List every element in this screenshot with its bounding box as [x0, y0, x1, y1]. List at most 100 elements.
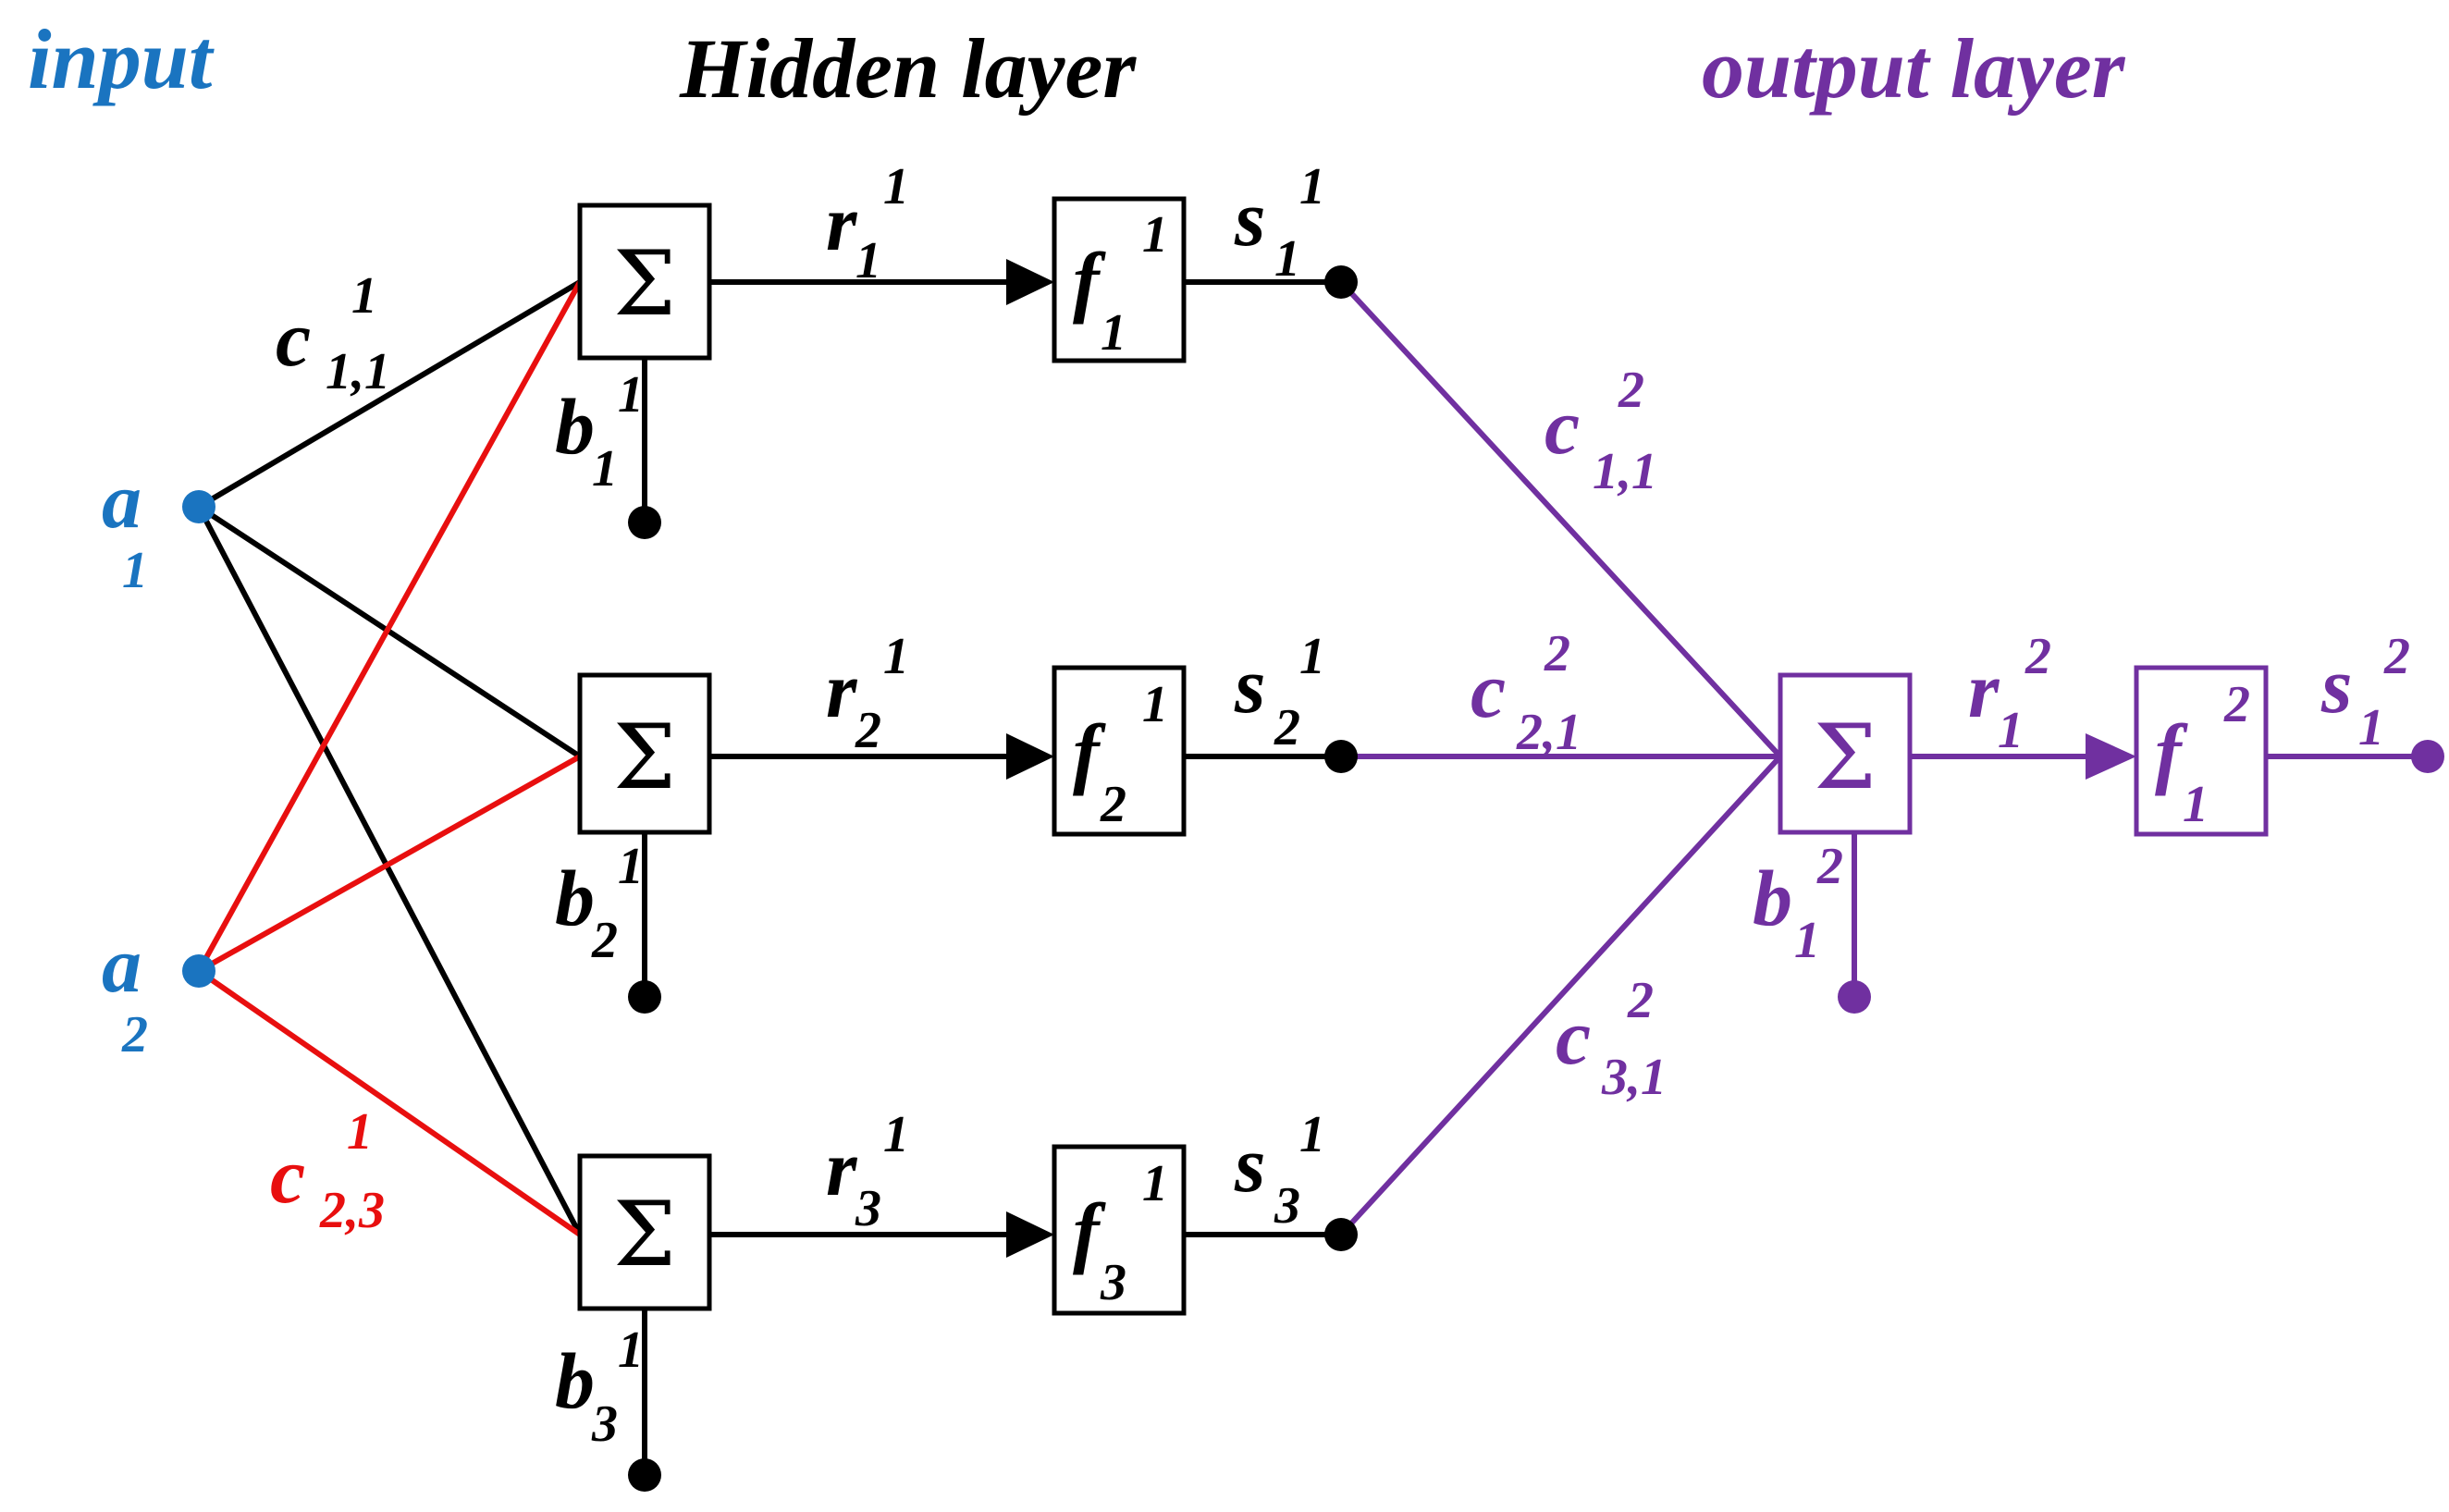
b-label-2-sup: 1 — [618, 838, 644, 895]
input-label-a1: a — [102, 456, 142, 545]
hidden-output-node-1 — [1324, 265, 1358, 299]
output-layer-header: output layer — [1702, 21, 2126, 116]
output-f-label-sup: 2 — [2223, 676, 2250, 733]
arrow-icon-2 — [1006, 733, 1054, 780]
r-label-2: r — [826, 645, 858, 734]
weight-c11-1-sub: 1,1 — [326, 343, 390, 400]
r-label-2-sup: 1 — [883, 628, 909, 685]
edge-s3-out — [1338, 754, 1783, 1237]
hidden-output-node-2 — [1324, 740, 1358, 773]
input-header: input — [28, 12, 215, 106]
b-label-1-sup: 1 — [618, 366, 644, 424]
hidden-output-connections — [1338, 279, 1783, 1237]
output-b-label: b — [1753, 854, 1792, 942]
edge-a2-sum2 — [197, 754, 582, 974]
bias-node-3 — [628, 1458, 661, 1492]
r-label-3: r — [826, 1124, 858, 1212]
f-box-2 — [1052, 665, 1187, 837]
sum-box-2 — [577, 672, 712, 835]
f-label-1-sub: 1 — [1101, 304, 1126, 362]
f-label-3-sub: 3 — [1100, 1254, 1126, 1311]
weight-c21-2: c — [1471, 645, 1506, 734]
hidden-neuron-2: Σ f 1 2 r 1 2 s 1 2 b 1 2 — [555, 628, 1341, 1014]
hidden-neuron-1: Σ f 1 1 r 1 1 s 1 1 b 1 1 — [555, 158, 1341, 539]
output-b-label-sub: 1 — [1794, 912, 1820, 969]
output-sigma-icon: Σ — [1814, 706, 1877, 809]
hidden-output-node-3 — [1324, 1218, 1358, 1251]
f-label-2-sup: 1 — [1142, 676, 1168, 733]
output-neuron: Σ f 2 1 r 2 1 s 2 1 b 2 1 — [1753, 628, 2444, 1014]
input-node-a1 — [182, 490, 215, 523]
sum-box-1 — [577, 203, 712, 361]
output-f-box — [2134, 665, 2269, 837]
r-label-1-sup: 1 — [883, 158, 909, 215]
output-node — [2411, 740, 2444, 773]
input-hidden-connections — [196, 279, 583, 1237]
r-label-1-sub: 1 — [855, 232, 881, 289]
sigma-icon-2: Σ — [613, 706, 676, 809]
weight-c21-2-sub: 2,1 — [1516, 704, 1581, 761]
r-label-3-sup: 1 — [883, 1106, 909, 1163]
weight-c11-1: c — [276, 294, 311, 383]
weight-c11-2-sup: 2 — [1618, 362, 1644, 419]
weight-c23-1: c — [270, 1131, 305, 1220]
f-label-3-sup: 1 — [1142, 1155, 1168, 1212]
s-label-2: s — [1234, 641, 1265, 730]
f-label-1-sup: 1 — [1142, 206, 1168, 264]
edge-s1-out — [1338, 279, 1783, 759]
s-label-2-sub: 2 — [1274, 699, 1300, 756]
b-label-2: b — [555, 854, 595, 942]
b-label-1-sub: 1 — [592, 440, 618, 498]
edge-a2-sum1 — [196, 280, 583, 973]
weight-c11-2: c — [1544, 382, 1580, 471]
hidden-neuron-3: Σ f 1 3 r 1 3 s 1 3 b 1 3 — [555, 1106, 1341, 1492]
b-label-1: b — [555, 382, 595, 471]
weight-c23-1-sup: 1 — [347, 1103, 373, 1161]
sigma-icon-1: Σ — [613, 232, 676, 336]
arrow-icon-3 — [1006, 1211, 1054, 1258]
bias-node-1 — [628, 506, 661, 539]
s-label-3: s — [1234, 1120, 1265, 1209]
b-label-2-sub: 2 — [591, 912, 618, 969]
output-s-label-sub: 1 — [2358, 699, 2384, 756]
sigma-icon-3: Σ — [613, 1183, 676, 1286]
output-bias-node — [1838, 980, 1871, 1014]
input-label-a1-sub: 1 — [122, 542, 148, 599]
output-f-label-sub: 1 — [2183, 776, 2209, 833]
s-label-1-sup: 1 — [1299, 158, 1325, 215]
weight-c23-1-sub: 2,3 — [319, 1182, 385, 1239]
weight-c11-2-sub: 1,1 — [1593, 443, 1657, 500]
weight-c11-1-sup: 1 — [351, 267, 377, 325]
output-r-label-sub: 1 — [1998, 702, 2024, 759]
edge-a1-sum1 — [197, 279, 582, 510]
output-s-label: s — [2320, 641, 2352, 730]
edge-a2-sum3 — [197, 968, 582, 1237]
output-arrow-icon — [2086, 733, 2136, 780]
weight-c31-2: c — [1556, 992, 1591, 1081]
weight-c21-2-sup: 2 — [1544, 625, 1570, 682]
b-label-3-sub: 3 — [591, 1395, 618, 1453]
r-label-2-sub: 2 — [855, 702, 881, 759]
edge-a1-sum3 — [196, 505, 583, 1236]
f-label-2-sub: 2 — [1100, 776, 1126, 833]
s-label-3-sup: 1 — [1299, 1106, 1325, 1163]
weight-c31-2-sup: 2 — [1627, 972, 1654, 1029]
s-label-1-sub: 1 — [1274, 230, 1300, 288]
output-s-label-sup: 2 — [2383, 628, 2410, 685]
bias-node-2 — [628, 980, 661, 1014]
f-box-1 — [1052, 196, 1187, 363]
s-label-2-sup: 1 — [1299, 628, 1325, 685]
weight-c31-2-sub: 3,1 — [1601, 1049, 1667, 1106]
b-label-3: b — [555, 1336, 595, 1425]
output-r-label-sup: 2 — [2024, 628, 2051, 685]
input-label-a2-sub: 2 — [121, 1006, 148, 1063]
input-node-a2 — [182, 954, 215, 988]
input-label-a2: a — [102, 920, 142, 1009]
hidden-layer-header: Hidden layer — [679, 21, 1137, 116]
output-r-label: r — [1968, 645, 2000, 734]
s-label-3-sub: 3 — [1274, 1177, 1300, 1235]
b-label-3-sup: 1 — [618, 1321, 644, 1379]
r-label-3-sub: 3 — [855, 1180, 881, 1237]
